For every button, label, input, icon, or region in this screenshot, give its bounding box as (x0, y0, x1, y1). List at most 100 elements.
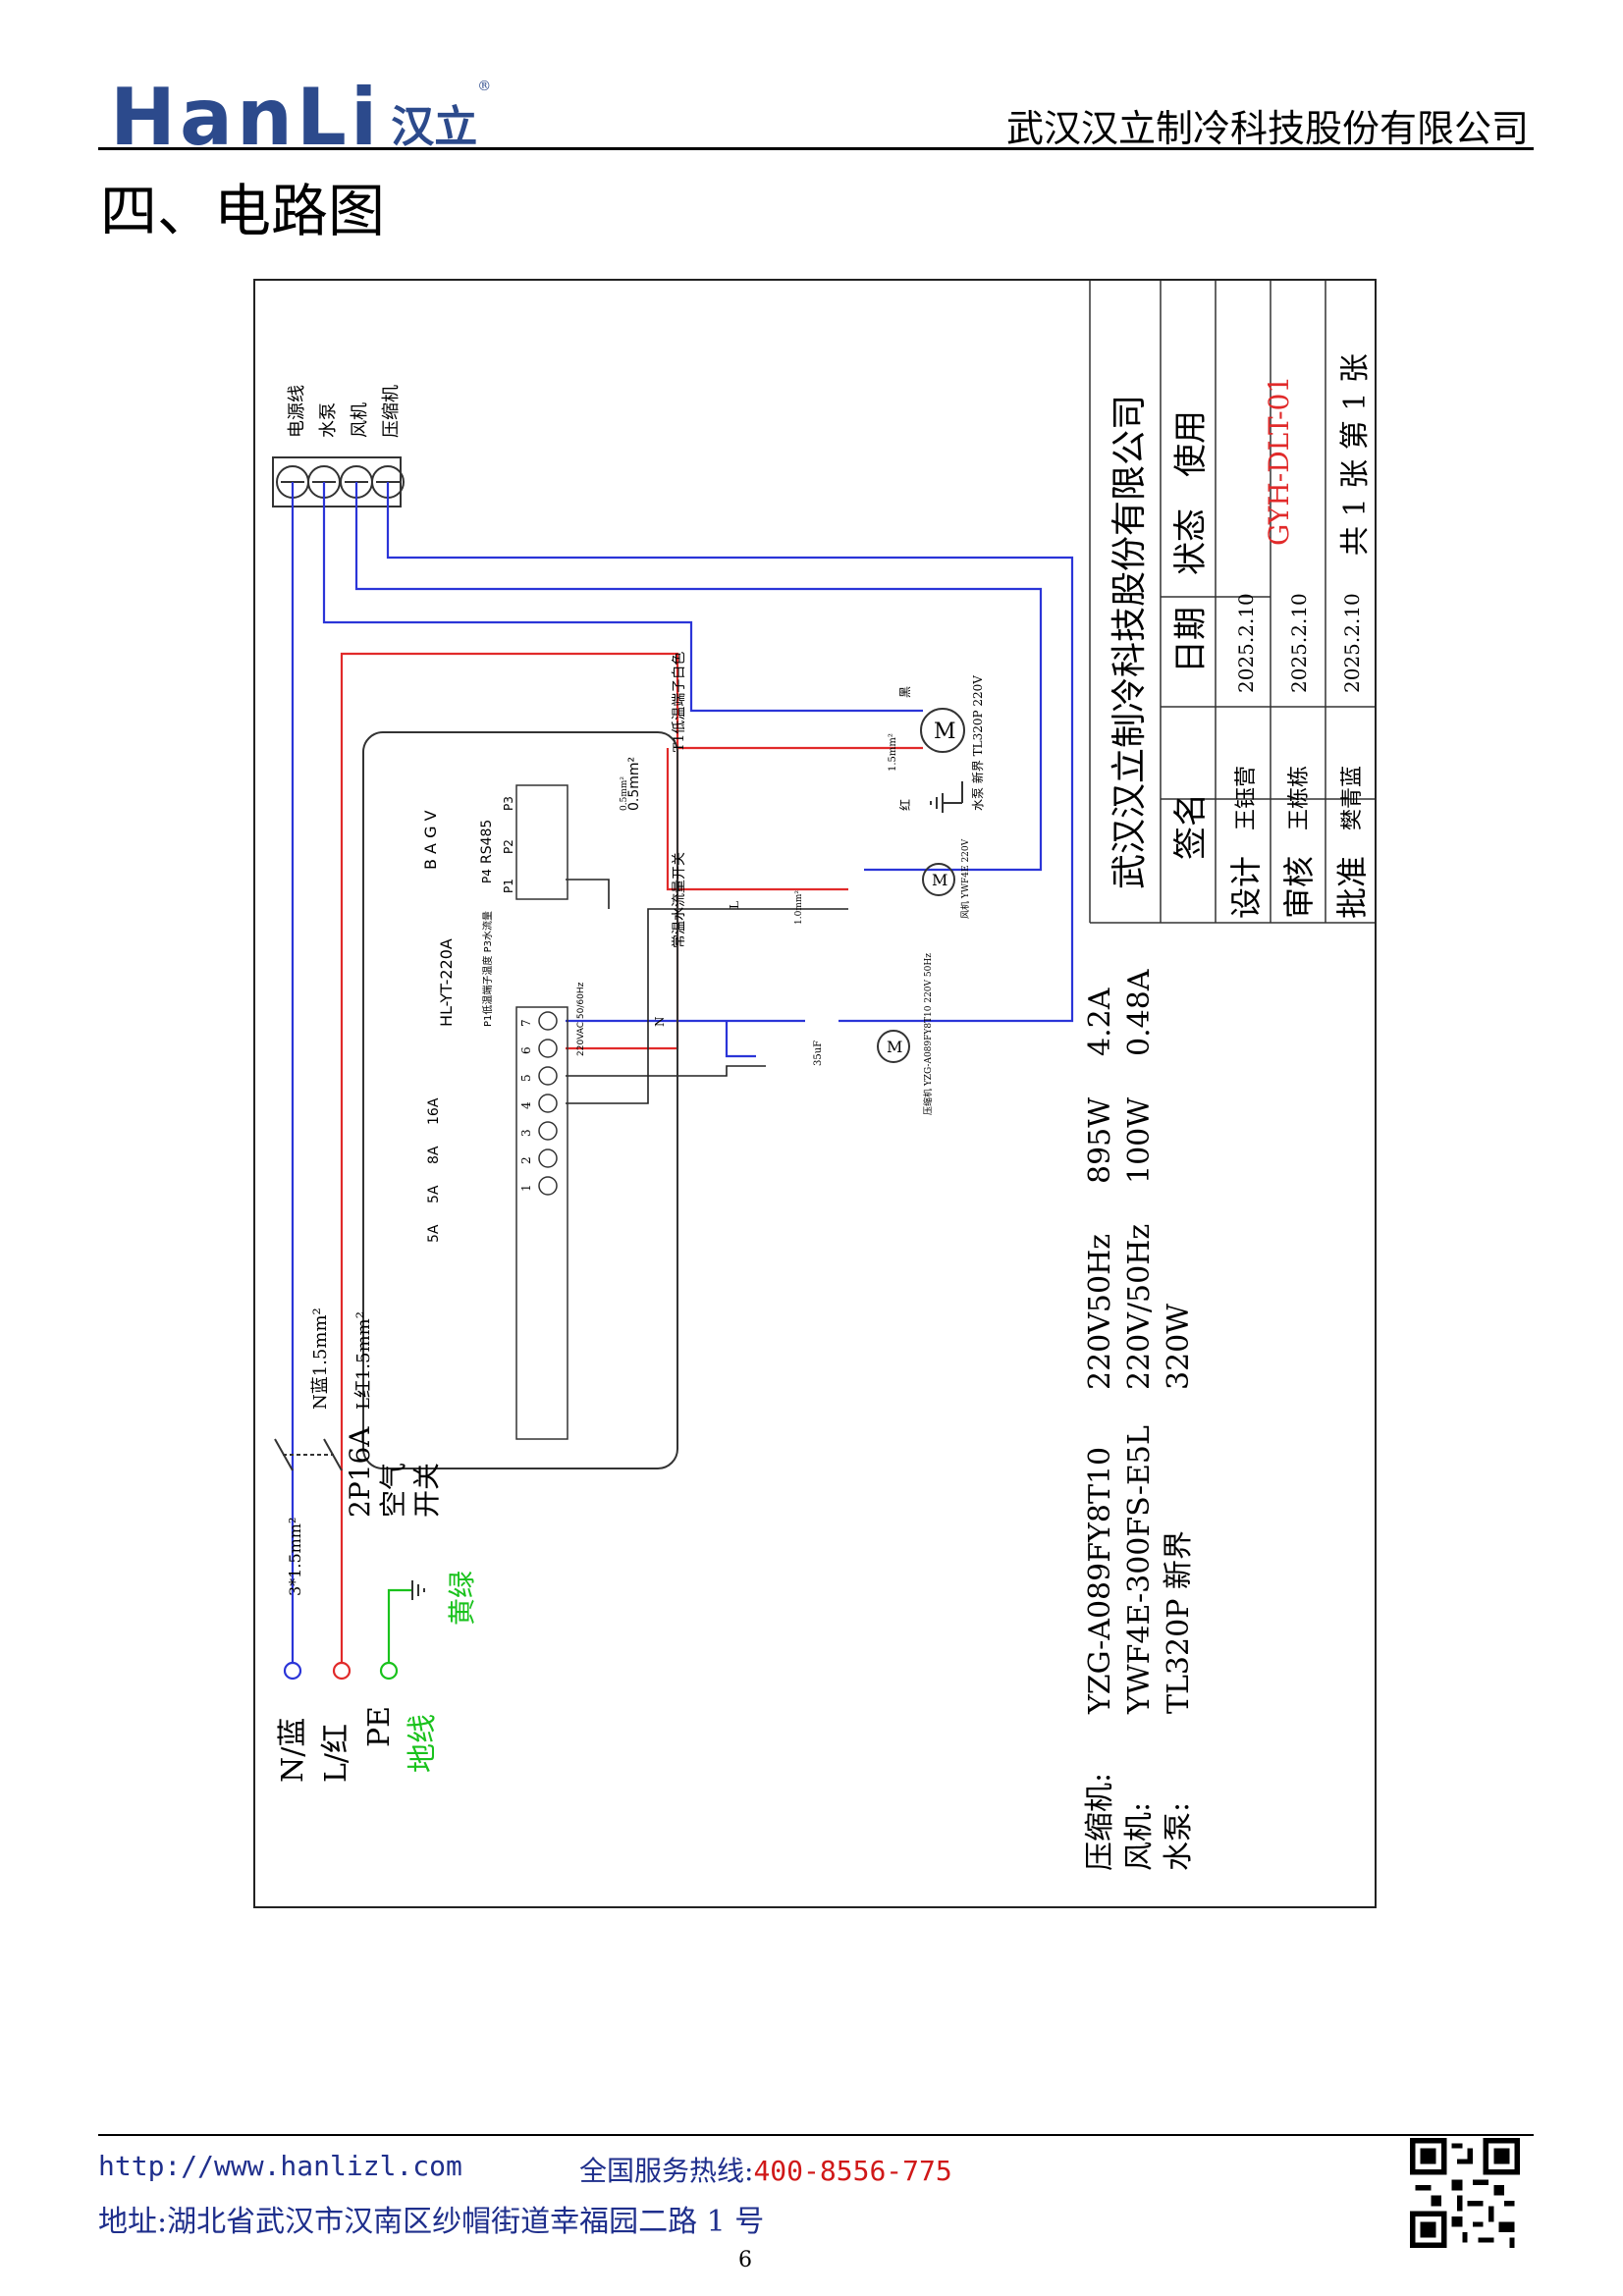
wire-size-sensor: 0.5mm² (620, 776, 629, 811)
controller-bus: B A G V (421, 810, 440, 870)
wiring-diagram: 武汉汉立制冷科技股份有限公司 签名 日期 状态 使用 设计 王钰营 2025.2… (253, 279, 1377, 1908)
l-line-label: L红1.5mm² (353, 1311, 374, 1410)
terminal-2: 2 (519, 1156, 533, 1164)
date-approve: 2025.2.10 (1340, 593, 1364, 693)
spec-compressor-model: YZG-A089FY8T10 (1083, 1447, 1117, 1715)
wire-black-label: 黑 (898, 686, 912, 698)
page-number: 6 (738, 2248, 752, 2272)
fan-motor-symbol: M (922, 863, 955, 896)
footer-divider (98, 2134, 1534, 2136)
logo-wordmark: HanLi (110, 72, 382, 163)
company-name-header: 武汉汉立制冷科技股份有限公司 (1005, 107, 1529, 150)
spec-compressor-supply: 220V50Hz (1083, 1234, 1117, 1390)
terminal-1: 1 (519, 1184, 533, 1192)
legend-n: N/蓝 (276, 1718, 310, 1783)
name-design: 王钰营 (1234, 766, 1259, 830)
header-divider (98, 147, 1534, 150)
pump-motor-label: 水泵 新界 TL320P 220V (970, 675, 985, 811)
wire-size-fan: 1.0mm² (794, 890, 804, 925)
capacitor-label: 35uF (813, 1041, 824, 1066)
qr-code-icon (1410, 2138, 1520, 2248)
hotline-number: 400-8556-775 (753, 2155, 952, 2187)
ground-symbols (411, 781, 963, 1600)
controller-terminals (538, 1011, 558, 1196)
fan-motor-label: 风机 YWF4E 220V (959, 838, 971, 919)
terminal-6: 6 (519, 1046, 533, 1054)
role-approve: 批准 (1333, 856, 1371, 919)
earth-label: 黄绿 (446, 1571, 478, 1626)
title-block-company: 武汉汉立制冷科技股份有限公司 (1109, 395, 1150, 889)
supply-note: 220VAC 50/60Hz (576, 982, 586, 1056)
title-block (1089, 281, 1375, 924)
relay-5a-a: 5A (426, 1185, 442, 1203)
title-block-header-date: 日期 (1171, 607, 1211, 673)
sensor-wire-note: 0.5mm² (626, 757, 642, 811)
legend-earth: 地线 (406, 1714, 440, 1773)
control-wires (566, 879, 848, 1104)
sheet-count: 共 1 张 第 1 张 (1338, 353, 1373, 556)
footer-hotline: 全国服务热线:400-8556-775 (579, 2150, 952, 2189)
controller-model: HL-YT-220A (437, 938, 456, 1027)
wire-l-label: L (728, 901, 741, 909)
relay-16a: 16A (426, 1097, 442, 1125)
wire-n-label: N (653, 1017, 667, 1028)
name-approve: 樊青蓝 (1340, 766, 1365, 830)
terminal-label-fan: 风机 (350, 402, 370, 438)
legend-l: L/红 (319, 1724, 353, 1783)
spec-fan-model: YWF4E-300FS-E5L (1122, 1425, 1157, 1715)
title-block-header-status: 状态 (1171, 508, 1211, 575)
breaker-symbol (274, 1438, 343, 1471)
title-block-header-use: 使用 (1171, 410, 1211, 477)
three-core-label: 3*1.5mm² (286, 1518, 304, 1596)
spec-fan-power: 100W (1122, 1097, 1157, 1184)
terminal-5: 5 (519, 1074, 533, 1082)
footer-address: 地址:湖北省武汉市汉南区纱帽街道幸福园二路 1 号 (98, 2205, 765, 2239)
section-title: 四、电路图 (100, 178, 386, 244)
terminal-label-power: 电源线 (287, 385, 307, 438)
wire-red-label: 红 (897, 799, 912, 811)
terminal-7: 7 (519, 1019, 533, 1027)
date-review: 2025.2.10 (1287, 593, 1311, 693)
port-p1: P1 (502, 879, 515, 893)
breaker-type: 空气 (377, 1463, 409, 1518)
relay-8a: 8A (426, 1146, 442, 1164)
title-block-header-sign: 签名 (1171, 793, 1211, 860)
relay-5a-b: 5A (426, 1224, 442, 1243)
controller-rs485: RS485 (479, 820, 495, 864)
compressor-motor-symbol: M (877, 1030, 910, 1063)
date-design: 2025.2.10 (1234, 593, 1258, 693)
name-review: 王栋栋 (1287, 766, 1312, 830)
spec-pump-model: TL320P 新界 (1162, 1530, 1196, 1714)
p1-sensor-label: T1低温端子白色 (671, 652, 687, 752)
footer-website-link[interactable]: http://www.hanlizl.com (98, 2150, 462, 2182)
wire-legend-terminals (283, 1661, 399, 1681)
spec-fan-name: 风机: (1122, 1802, 1157, 1871)
spec-pump-supply: 320W (1162, 1304, 1196, 1390)
legend-pe: PE (362, 1706, 397, 1747)
hotline-label: 全国服务热线: (579, 2155, 754, 2187)
controller-board (362, 731, 678, 1469)
svg-text:M: M (887, 1038, 902, 1056)
svg-text:M: M (934, 720, 956, 744)
drawing-number: GYH-DLT-01 (1263, 376, 1295, 546)
breaker-rating: 2P16A (344, 1426, 376, 1518)
terminal-label-compressor: 压缩机 (381, 385, 402, 438)
earth-wire (387, 1588, 412, 1667)
terminal-label-pump: 水泵 (318, 402, 339, 438)
wire-size-pump: 1.5mm² (888, 733, 898, 772)
spec-fan-supply: 220V/50Hz (1122, 1224, 1157, 1390)
n-line-label: N蓝1.5mm² (310, 1308, 331, 1410)
svg-text:M: M (932, 871, 947, 889)
role-review: 审核 (1280, 856, 1318, 919)
port-p2: P2 (502, 839, 515, 854)
controller-note: P1低温端子温度 P3水流量 (481, 911, 494, 1027)
company-logo: HanLi 汉立 ® (110, 69, 491, 157)
port-p3: P3 (502, 796, 515, 811)
registered-mark: ® (477, 79, 492, 94)
breaker-switch: 开关 (410, 1463, 443, 1518)
logo-chinese: 汉立 (391, 102, 478, 152)
terminal-3: 3 (519, 1129, 533, 1137)
spec-compressor-name: 压缩机: (1083, 1773, 1117, 1871)
spec-pump-name: 水泵: (1162, 1802, 1196, 1871)
spec-fan-current: 0.48A (1122, 969, 1157, 1056)
